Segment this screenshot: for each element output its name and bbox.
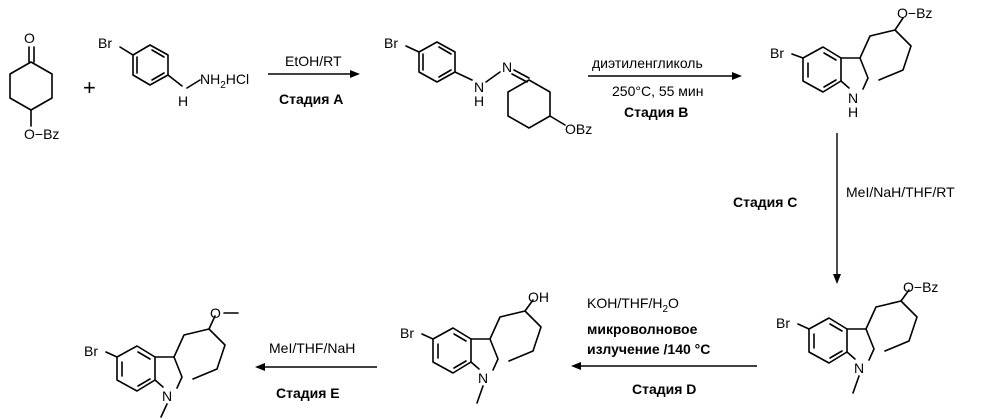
arrow-d-head — [571, 362, 581, 370]
conditions-e: MeI/THF/NaH — [269, 340, 355, 356]
pyrrole-bonds — [471, 339, 498, 370]
stage-label-a: Стадия A — [279, 91, 343, 107]
atom-label-h: H — [178, 93, 188, 109]
reaction-arrow-c: Стадия C MeI/NaH/THF/RT — [733, 133, 955, 284]
c-br-bond — [792, 54, 803, 58]
atom-label-obz: O−Bz — [903, 279, 938, 295]
c-n-double-bond — [512, 70, 529, 82]
stage-label-c: Стадия C — [733, 194, 797, 210]
c-o-bond — [550, 116, 565, 125]
compound-hydrazone: Br N H N OBz — [384, 35, 592, 137]
cyclohexane-ring — [508, 80, 550, 128]
reaction-arrow-d: KOH/THF/H2O микроволновое излучение /140… — [571, 295, 757, 397]
n-methyl-bond — [477, 386, 483, 403]
atom-label-obz: O−Bz — [24, 126, 59, 142]
arrow-e-head — [255, 363, 265, 371]
compound-n-methyl-benzoate: Br N O−Bz — [776, 279, 938, 393]
stage-label-b: Стадия B — [624, 104, 688, 120]
conditions-c: MeI/NaH/THF/RT — [846, 184, 955, 200]
compound-methyl-ether: Br N O — [84, 305, 238, 417]
n-methyl-bond — [161, 404, 167, 417]
cyclohexene-ring — [866, 301, 917, 351]
conditions-d-2: микроволновое — [587, 321, 698, 337]
c-br-bond — [106, 352, 117, 357]
c-br-bond — [422, 334, 433, 339]
compound-bromophenylhydrazine: Br H NH2HCl — [98, 35, 249, 109]
compound-n-methyl-alcohol: Br N OH — [400, 289, 549, 403]
cyclohexene-ring — [860, 30, 911, 80]
arrow-c-head — [833, 274, 841, 284]
conditions-d-3: излучение /140 °C — [587, 341, 710, 357]
conditions-d-1: KOH/THF/H2O — [587, 295, 679, 315]
arrow-a-head — [350, 70, 360, 78]
atom-label-br: Br — [384, 35, 398, 51]
compound-tetrahydrocarbazole-nh: Br N H O−Bz — [770, 5, 932, 120]
carbonyl-bond — [29, 47, 34, 62]
aromatic-double-bonds — [137, 50, 164, 80]
arrow-b-head — [732, 72, 742, 80]
aromatic-double-bonds — [808, 53, 836, 87]
aromatic-double-bonds — [122, 352, 150, 386]
c-nh-bond — [455, 72, 472, 80]
aromatic-double-bonds — [814, 324, 842, 358]
atom-label-n: N — [502, 59, 512, 75]
atom-label-obz: OBz — [565, 121, 592, 137]
c-br-bond — [798, 324, 809, 329]
reaction-arrow-e: MeI/THF/NaH Стадия E — [255, 340, 377, 401]
atom-label-n: N — [854, 360, 864, 376]
n-methyl-bond — [853, 376, 859, 393]
atom-label-br: Br — [400, 325, 414, 341]
compound-ketone: O O−Bz — [10, 30, 59, 142]
atom-label-oh: OH — [528, 289, 549, 305]
benzene-ring — [419, 42, 455, 82]
atom-label-h: H — [848, 104, 858, 120]
c-br-bond — [406, 46, 419, 52]
benzene-ring — [133, 45, 168, 85]
atom-label-obz: O−Bz — [897, 5, 932, 21]
atom-label-br: Br — [98, 35, 112, 51]
aromatic-double-bonds — [423, 47, 451, 77]
atom-label-br: Br — [770, 45, 784, 61]
plus-sign: + — [83, 75, 96, 100]
cyclohexene-ring — [174, 329, 225, 379]
cyclohexene-ring — [490, 311, 541, 361]
conditions-a: EtOH/RT — [285, 53, 342, 69]
pyrrole-bonds — [155, 357, 182, 388]
atom-label-n: N — [478, 370, 488, 386]
reaction-arrow-a: EtOH/RT Стадия A — [268, 53, 360, 107]
reaction-arrow-b: диэтиленгликоль 250°C, 55 мин Стадия B — [588, 55, 742, 120]
c-br-bond — [120, 47, 133, 55]
cyclohexane-ring — [10, 62, 52, 110]
atom-label-br: Br — [776, 315, 790, 331]
atom-label-n: N — [162, 388, 172, 404]
n-n-bond — [486, 72, 500, 82]
c-n-bond — [168, 75, 182, 86]
stage-label-d: Стадия D — [632, 381, 696, 397]
stage-label-e: Стадия E — [276, 385, 340, 401]
pyrrole-bonds — [841, 58, 868, 89]
aromatic-double-bonds — [438, 334, 466, 368]
pyrrole-bonds — [847, 329, 874, 360]
atom-label-nh2hcl: NH2HCl — [200, 71, 249, 91]
atom-label-br: Br — [84, 343, 98, 359]
atom-label-o: O — [24, 30, 35, 46]
conditions-b-1: диэтиленгликоль — [592, 55, 703, 71]
atom-label-o: O — [210, 305, 221, 321]
atom-label-h: H — [474, 93, 484, 109]
n-n-bond — [187, 80, 200, 88]
conditions-b-2: 250°C, 55 мин — [612, 83, 704, 99]
